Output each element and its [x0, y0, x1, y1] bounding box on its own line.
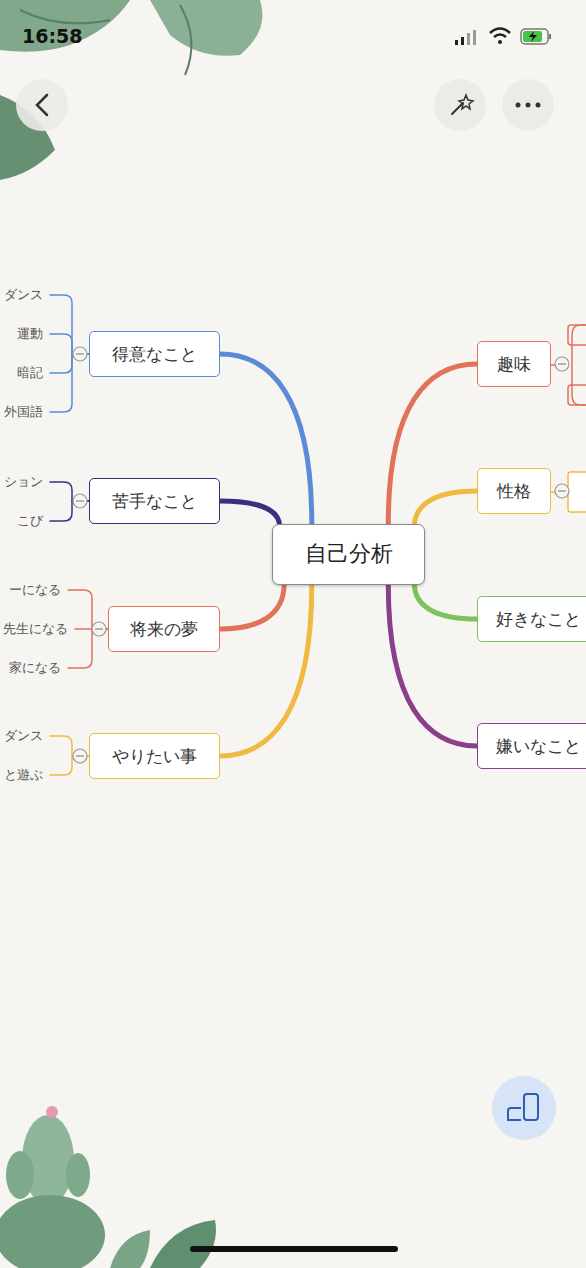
leaf-topic: ダンス — [3, 284, 44, 306]
topic-text: 暗記 — [17, 364, 43, 382]
more-button — [502, 79, 554, 131]
branch-topic: 好きなこと — [477, 596, 586, 642]
leaf-topic: と遊ぶ — [3, 764, 44, 786]
topic-text: 得意なこと — [112, 343, 197, 366]
branch-line — [414, 491, 477, 527]
topic-text: ーになる — [9, 581, 61, 599]
branch-topic: 趣味 — [477, 341, 551, 387]
leaf-topic: 運動 — [16, 323, 44, 345]
branch-line — [220, 583, 284, 629]
topic-text: こび — [17, 512, 43, 530]
status-icons — [455, 29, 551, 46]
status-time: 16:58 — [22, 25, 82, 47]
leaf-topic: 先生になる — [2, 618, 69, 640]
collapse-toggle — [73, 347, 87, 361]
collapse-toggle — [73, 749, 87, 763]
style-button — [434, 79, 486, 131]
topic-text: 将来の夢 — [130, 618, 198, 641]
foliage — [0, 1106, 216, 1268]
topic-text: やりたい事 — [112, 745, 197, 768]
collapse-toggle — [555, 357, 569, 371]
branch-topic: 嫌いなこと — [477, 723, 586, 769]
leaf-topic: 外国語 — [3, 401, 44, 423]
branch-topic: やりたい事 — [89, 733, 220, 779]
foliage — [0, 0, 263, 180]
topic-text: 苦手なこと — [112, 490, 197, 513]
back-button — [16, 79, 68, 131]
topic-text: 趣味 — [497, 353, 531, 376]
branch-line — [50, 295, 89, 354]
topic-text: 先生になる — [3, 620, 68, 638]
branch-line — [414, 583, 477, 619]
leaf-topic: ーになる — [8, 579, 62, 601]
topic-text: ション — [4, 473, 43, 491]
topic-text: と遊ぶ — [4, 766, 43, 784]
topic-text: 運動 — [17, 325, 43, 343]
leaf-topic: ダンス — [3, 725, 44, 747]
collapse-toggle — [92, 622, 106, 636]
branch-topic: 将来の夢 — [108, 606, 220, 652]
branch-topic: 得意なこと — [89, 331, 220, 377]
leaf-topic: こび — [16, 510, 44, 532]
topic-text: 自己分析 — [305, 539, 393, 569]
branch-line — [220, 501, 280, 527]
topic-text: 嫌いなこと — [496, 735, 581, 758]
branch-topic: 苦手なこと — [89, 478, 220, 524]
topic-text: 性格 — [497, 480, 531, 503]
collapse-toggle — [73, 494, 87, 508]
home-indicator — [190, 1246, 398, 1252]
topic-text: 家になる — [9, 659, 61, 677]
topic-text: ダンス — [4, 286, 43, 304]
view-button — [492, 1076, 556, 1140]
leaf-topic: 暗記 — [16, 362, 44, 384]
branch-line — [388, 585, 477, 747]
branch-line — [220, 354, 312, 524]
central-topic: 自己分析 — [272, 524, 425, 585]
topic-text: ダンス — [4, 727, 43, 745]
topic-text: 外国語 — [4, 403, 43, 421]
branch-topic: 性格 — [477, 468, 551, 514]
collapse-toggle — [555, 484, 569, 498]
branch-line — [50, 354, 89, 412]
leaf-topic: 家になる — [8, 657, 62, 679]
branch-line — [220, 585, 312, 757]
leaf-topic: ション — [3, 471, 44, 493]
cut-off-branch — [551, 325, 586, 512]
topic-text: 好きなこと — [496, 608, 581, 631]
